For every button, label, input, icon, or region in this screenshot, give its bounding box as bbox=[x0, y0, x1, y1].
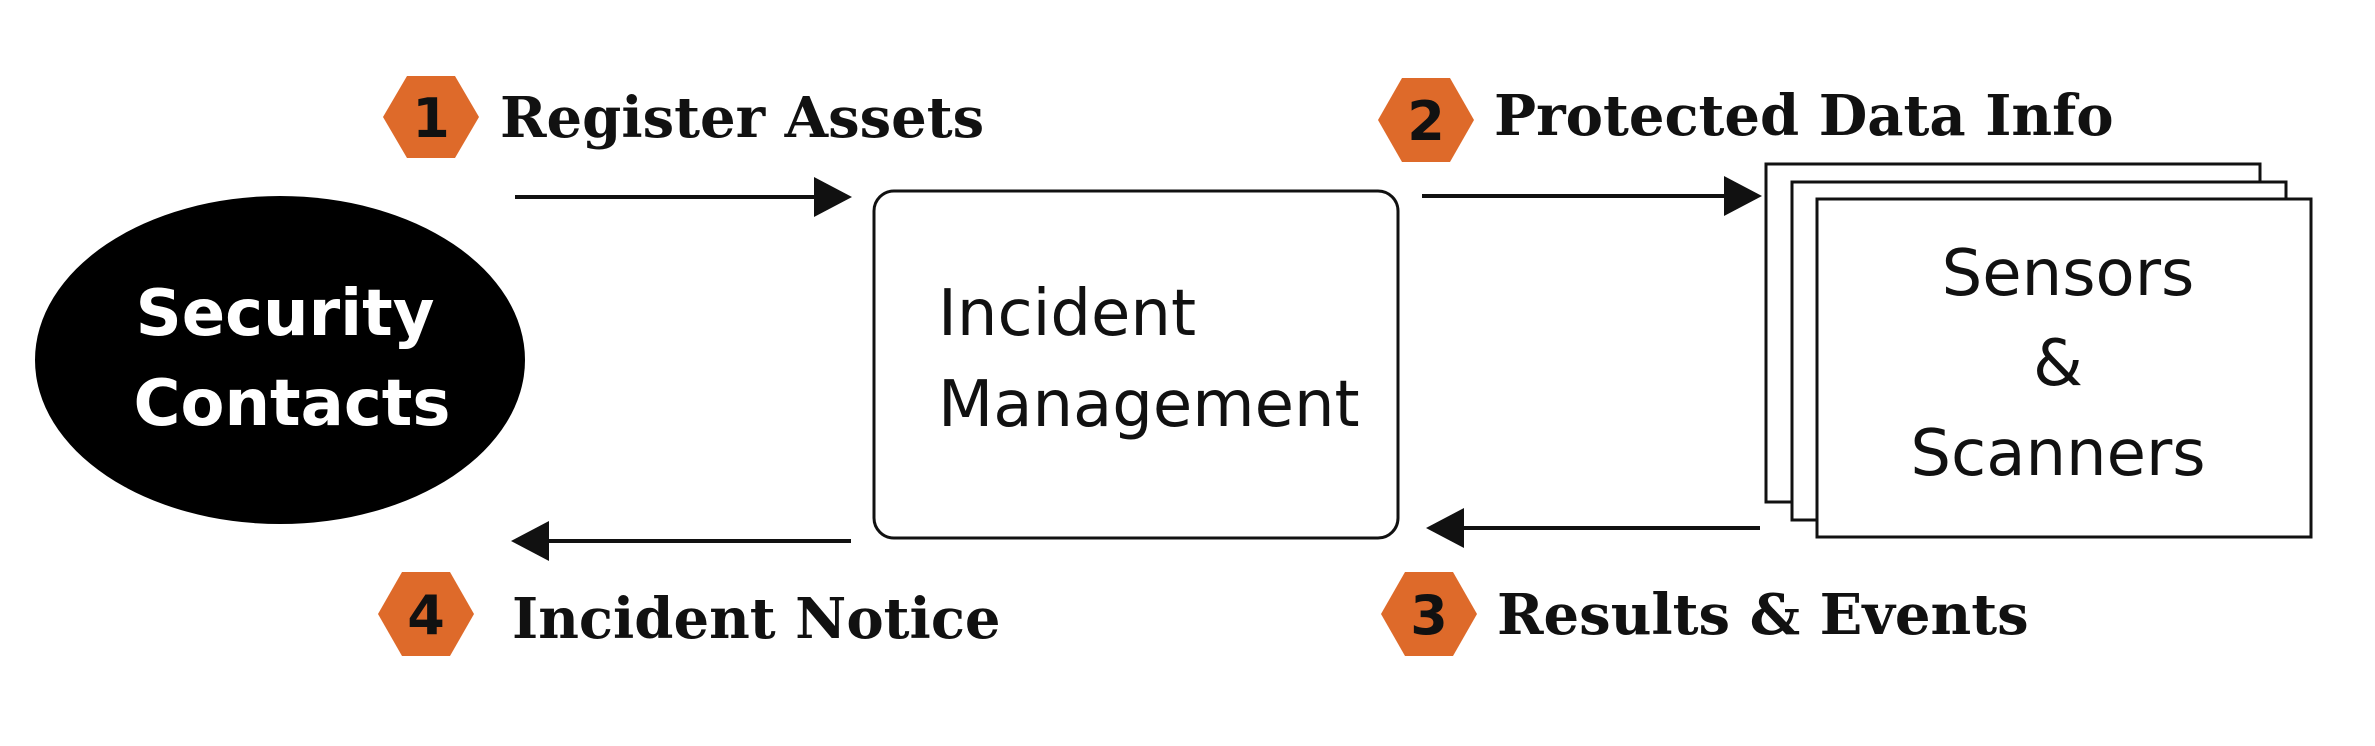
arrow-register-assets bbox=[515, 177, 852, 217]
step-3-label: Results & Events bbox=[1497, 582, 2029, 648]
step-2-hexagon-icon bbox=[1378, 78, 1474, 162]
step-4-number: 4 bbox=[407, 584, 445, 647]
step-2-number: 2 bbox=[1407, 90, 1445, 153]
step-4: 4 Incident Notice bbox=[378, 572, 1001, 656]
step-3-number: 3 bbox=[1410, 584, 1448, 647]
security-contacts-line1: Security bbox=[136, 277, 435, 351]
security-contacts-line2: Contacts bbox=[134, 367, 451, 441]
incident-management-line1: Incident bbox=[938, 277, 1196, 351]
step-3-hexagon-icon bbox=[1381, 572, 1477, 656]
security-contacts-ellipse bbox=[35, 196, 525, 524]
incident-management-node: Incident Management bbox=[872, 189, 1400, 540]
arrow-results-events bbox=[1426, 508, 1760, 548]
incident-management-line2: Management bbox=[938, 368, 1360, 442]
sensors-scanners-node: Sensors & Scanners bbox=[1764, 162, 2313, 539]
step-4-label: Incident Notice bbox=[512, 586, 1001, 652]
security-contacts-node: Security Contacts bbox=[35, 196, 525, 524]
arrow-incident-notice bbox=[511, 521, 851, 561]
step-2: 2 Protected Data Info bbox=[1378, 78, 2114, 162]
sensors-scanners-line1: Sensors bbox=[1942, 237, 2195, 311]
step-2-label: Protected Data Info bbox=[1494, 83, 2114, 149]
step-1: 1 Register Assets bbox=[383, 76, 984, 158]
step-1-number: 1 bbox=[412, 87, 450, 150]
arrow-protected-data-info bbox=[1422, 176, 1762, 216]
incident-management-box bbox=[872, 189, 1400, 540]
sensors-stack-front bbox=[1815, 197, 2313, 539]
step-4-hexagon-icon bbox=[378, 572, 474, 656]
step-1-hexagon-icon bbox=[383, 76, 479, 158]
step-1-label: Register Assets bbox=[500, 85, 984, 151]
sensors-scanners-line3: Scanners bbox=[1910, 417, 2205, 491]
step-3: 3 Results & Events bbox=[1381, 572, 2029, 656]
sensors-scanners-line2: & bbox=[2033, 327, 2083, 401]
